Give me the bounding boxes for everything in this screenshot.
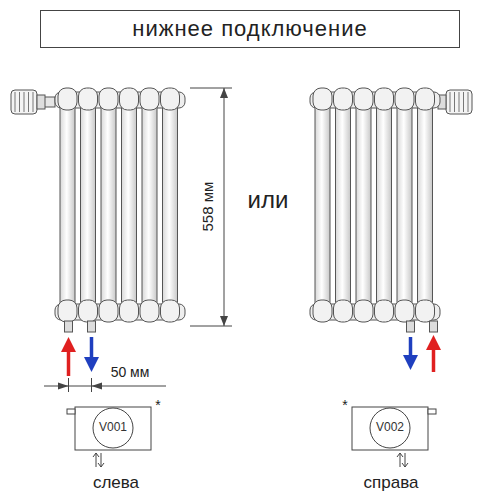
valve-schematic-left bbox=[67, 407, 151, 467]
dimension-arrowhead bbox=[220, 316, 228, 326]
height-dimension bbox=[190, 88, 232, 326]
radiator bbox=[11, 88, 185, 332]
side-label: справа bbox=[364, 473, 419, 493]
dimension-arrowhead bbox=[58, 383, 69, 390]
title-box: нижнее подключение bbox=[40, 10, 460, 48]
spacing-dimension-text: 50 мм bbox=[111, 364, 150, 380]
valve-code: V002 bbox=[376, 421, 404, 434]
height-dimension-text: 558 мм bbox=[199, 182, 216, 232]
asterisk-note: * bbox=[342, 397, 347, 413]
valve-schematic-right bbox=[352, 407, 436, 467]
or-text: или bbox=[248, 186, 289, 214]
spacing-dimension bbox=[44, 378, 166, 392]
radiator bbox=[310, 88, 472, 332]
valve-circle: V002 bbox=[369, 407, 411, 449]
flow-arrows-right bbox=[403, 335, 441, 372]
asterisk-note: * bbox=[155, 397, 160, 413]
side-label: слева bbox=[93, 473, 139, 493]
title-text: нижнее подключение bbox=[132, 16, 368, 42]
dimension-arrowhead bbox=[92, 383, 103, 390]
valve-code: V001 bbox=[99, 421, 127, 434]
flow-arrows-left bbox=[61, 337, 99, 376]
valve-circle: V001 bbox=[92, 407, 134, 449]
radiator-group bbox=[11, 88, 472, 332]
dimension-arrowhead bbox=[220, 88, 228, 98]
